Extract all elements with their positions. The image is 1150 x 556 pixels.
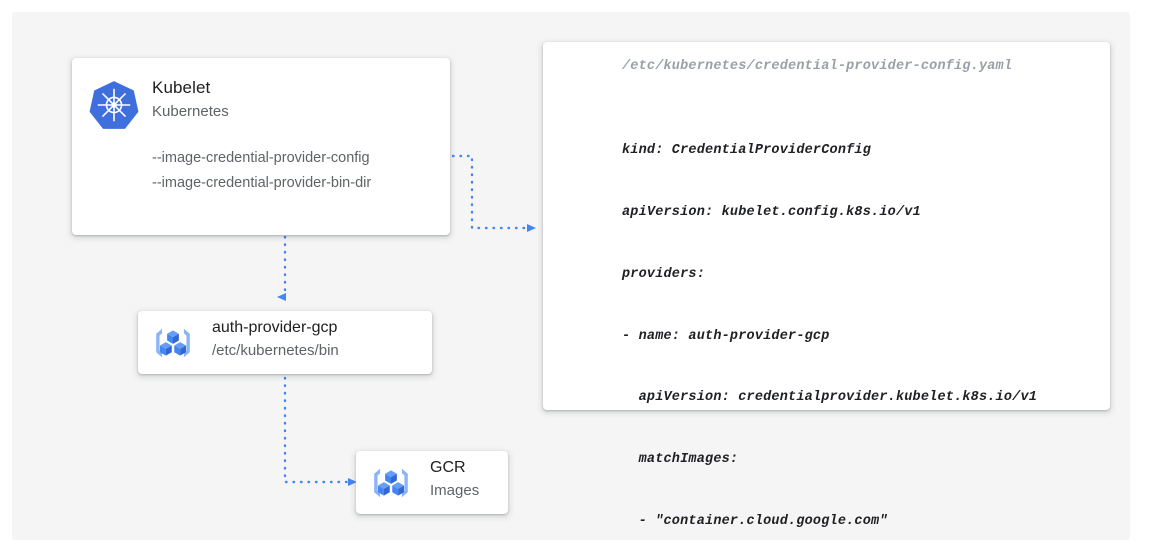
kubelet-node-card[interactable]: Kubelet Kubernetes --image-credential-pr… — [72, 58, 450, 235]
auth-provider-gcp-title: auth-provider-gcp — [212, 319, 338, 336]
kubelet-flag-list: --image-credential-provider-config --ima… — [152, 146, 371, 196]
container-registry-icon — [374, 468, 408, 498]
gcr-subtitle: Images — [430, 482, 480, 499]
yaml-line: providers: — [622, 266, 706, 282]
container-registry-icon — [156, 328, 190, 358]
kubelet-flag-config: --image-credential-provider-config — [152, 150, 370, 166]
kubelet-flag-bin-dir: --image-credential-provider-bin-dir — [152, 175, 372, 191]
yaml-line: kind: CredentialProviderConfig — [622, 143, 872, 159]
kubernetes-logo-icon — [89, 81, 139, 129]
yaml-line: apiVersion: kubelet.config.k8s.io/v1 — [622, 204, 921, 220]
kubelet-subtitle: Kubernetes — [152, 103, 229, 120]
auth-provider-gcp-subtitle: /etc/kubernetes/bin — [212, 342, 339, 359]
auth-provider-gcp-node-card[interactable]: auth-provider-gcp /etc/kubernetes/bin — [138, 311, 432, 374]
yaml-line: - "container.cloud.google.com" — [622, 513, 888, 529]
gcr-title: GCR — [430, 459, 466, 476]
gcr-node-card[interactable]: GCR Images — [356, 451, 508, 514]
config-file-path: /etc/kubernetes/credential-provider-conf… — [622, 59, 1013, 74]
yaml-line: apiVersion: credentialprovider.kubelet.k… — [622, 390, 1038, 406]
kubelet-title: Kubelet — [152, 78, 211, 97]
yaml-line: - name: auth-provider-gcp — [622, 328, 830, 344]
credential-provider-config-card[interactable]: /etc/kubernetes/credential-provider-conf… — [543, 42, 1110, 529]
config-yaml-body: kind: CredentialProviderConfig apiVersio… — [622, 100, 1037, 556]
yaml-line: matchImages: — [622, 452, 739, 468]
